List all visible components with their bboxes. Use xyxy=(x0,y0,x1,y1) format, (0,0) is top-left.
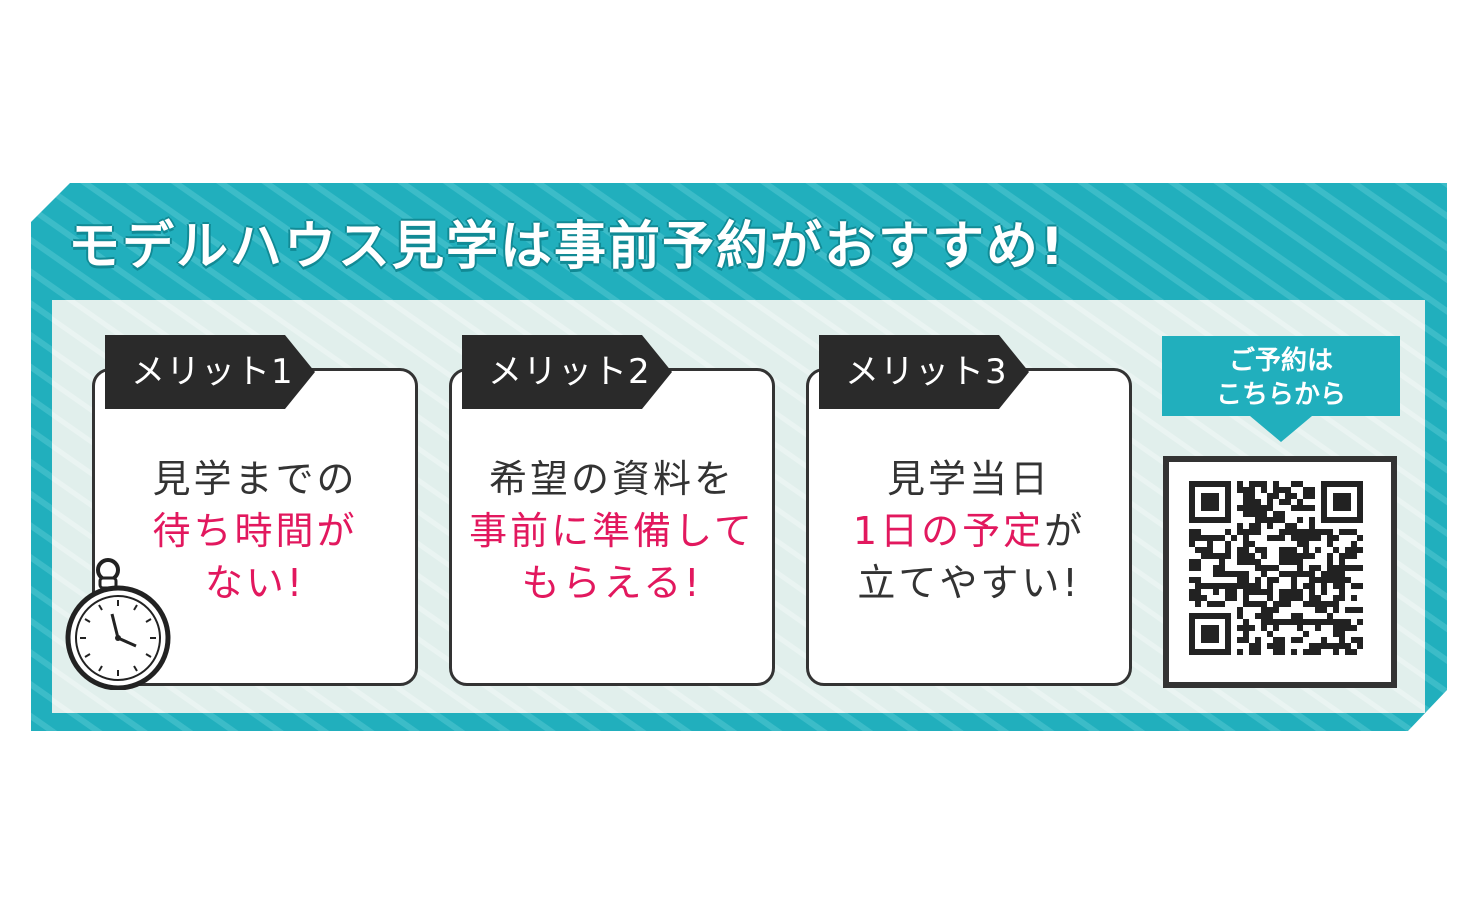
merit-text: 希望の資料を事前に準備してもらえる! xyxy=(452,453,772,609)
reserve-caption: ご予約は こちらから xyxy=(1162,344,1400,412)
merit-text-segment: が xyxy=(1044,509,1086,553)
merit-tag-label: メリット3 xyxy=(845,352,1008,392)
qr-code-icon[interactable] xyxy=(1189,481,1371,661)
merit-text-segment: 1日の予定 xyxy=(852,509,1045,553)
merit-tag-label: メリット1 xyxy=(131,352,294,392)
merit-tag-3: メリット3 xyxy=(819,335,1037,409)
merit-line: 見学当日 xyxy=(809,453,1129,505)
merit-line: 立てやすい! xyxy=(809,557,1129,609)
merit-tag-2: メリット2 xyxy=(462,335,680,409)
headline: モデルハウス見学は事前予約がおすすめ! xyxy=(68,217,1066,277)
merit-line: 希望の資料を xyxy=(452,453,772,505)
merit-line: ない! xyxy=(95,557,415,609)
merit-line: 1日の予定が xyxy=(809,505,1129,557)
merit-line: 事前に準備して xyxy=(452,505,772,557)
merit-text-segment: 待ち時間が xyxy=(152,509,358,553)
merit-line: 待ち時間が xyxy=(95,505,415,557)
merit-text-segment: もらえる! xyxy=(521,561,703,605)
merit-text-segment: 立てやすい! xyxy=(857,561,1081,605)
merit-line: もらえる! xyxy=(452,557,772,609)
merit-tag-label: メリット2 xyxy=(488,352,651,392)
merit-text: 見学までの待ち時間がない! xyxy=(95,453,415,609)
merit-text-segment: ない! xyxy=(204,561,306,605)
down-arrow-badge xyxy=(1162,336,1400,442)
pocket-watch-icon xyxy=(65,558,171,690)
merit-line: 見学までの xyxy=(95,453,415,505)
reserve-line-1: ご予約は xyxy=(1228,346,1333,376)
merit-text-segment: 見学までの xyxy=(152,457,358,501)
merit-card-2: メリット2 希望の資料を事前に準備してもらえる! xyxy=(449,335,775,686)
merit-tag-1: メリット1 xyxy=(105,335,323,409)
merit-text-segment: 事前に準備して xyxy=(469,509,755,553)
merit-text-segment: 見学当日 xyxy=(886,457,1051,501)
merit-text-segment: 希望の資料を xyxy=(488,457,735,501)
reserve-line-2: こちらから xyxy=(1215,380,1346,410)
